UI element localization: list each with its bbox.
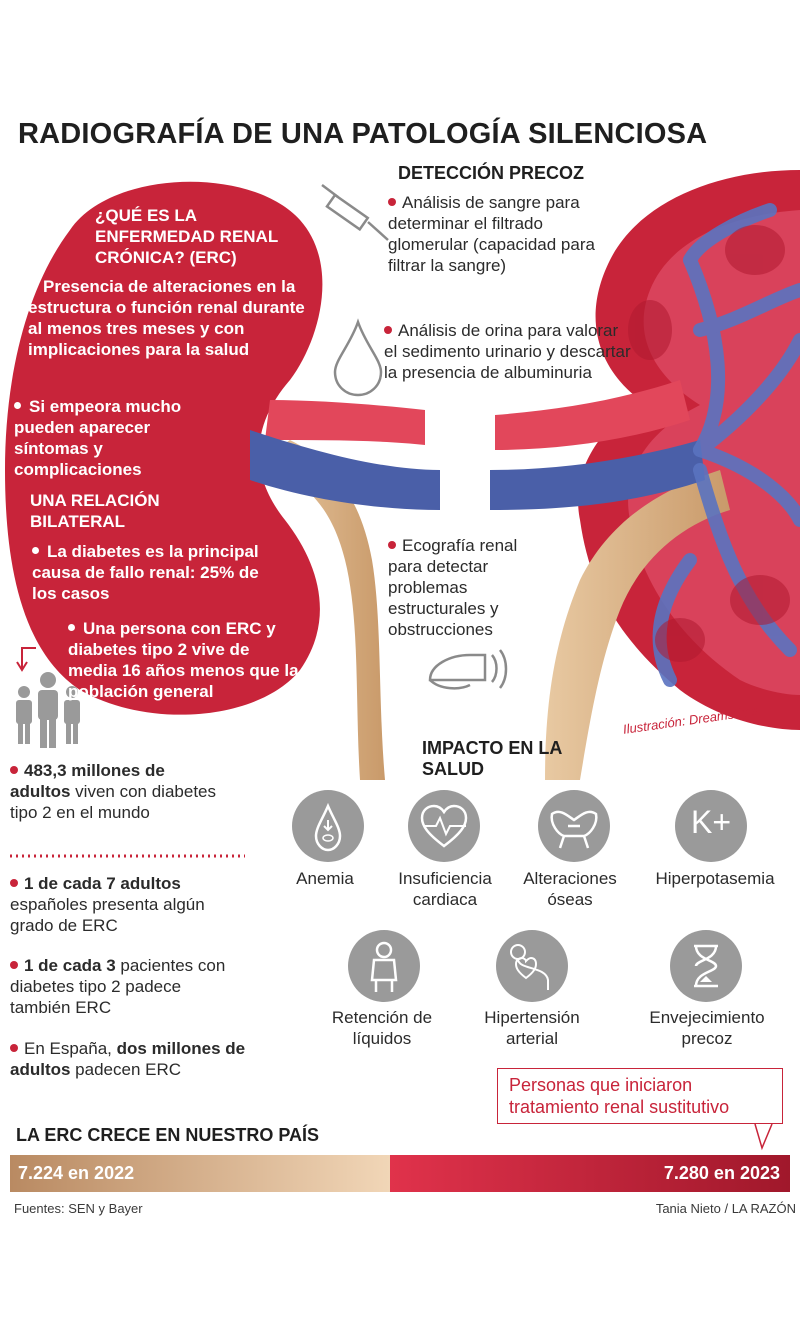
left-ureter bbox=[260, 440, 385, 780]
detection-item-1: Análisis de sangre para determinar el fi… bbox=[388, 192, 618, 276]
body-icon bbox=[348, 930, 420, 1002]
left-kidney-shape bbox=[5, 181, 323, 715]
impact-label-hypertension: Hipertensión arterial bbox=[484, 1008, 580, 1048]
stat-1-bold: 483,3 millones de adultos bbox=[10, 761, 165, 801]
heart-pulse-icon bbox=[408, 790, 480, 862]
bar-2023 bbox=[390, 1155, 790, 1192]
sources: Fuentes: SEN y Bayer bbox=[14, 1201, 143, 1216]
stat-4-pre: En España, bbox=[24, 1039, 117, 1058]
hourglass-icon bbox=[670, 930, 742, 1002]
blood-drop-icon bbox=[292, 790, 364, 862]
impact-label-fluid: Retención de líquidos bbox=[331, 1008, 433, 1048]
detection-item-3: Ecografía renal para detectar problemas … bbox=[388, 535, 548, 640]
impact-label-anemia: Anemia bbox=[296, 869, 354, 888]
impact-label-aging: Envejecimiento precoz bbox=[649, 1008, 765, 1048]
what-is-bullet-1: Presencia de alteraciones en la estructu… bbox=[28, 276, 313, 360]
author-credit: Tania Nieto / LA RAZÓN bbox=[655, 1201, 796, 1216]
right-ureter bbox=[545, 470, 730, 780]
stat-3-rest: pacientes con diabetes tipo 2 padece tam… bbox=[10, 956, 226, 1017]
bilateral-bullet-2: Una persona con ERC y diabetes tipo 2 vi… bbox=[68, 618, 303, 702]
what-is-bullet-1-text: Presencia de alteraciones en la estructu… bbox=[28, 277, 305, 359]
potassium-symbol: K+ bbox=[690, 804, 732, 840]
impact-heading: IMPACTO EN LA SALUD bbox=[422, 738, 562, 779]
detection-item-3-text: Ecografía renal para detectar problemas … bbox=[388, 536, 518, 639]
bilateral-bullet-1-text: La diabetes es la principal causa de fal… bbox=[32, 542, 259, 603]
ultrasound-probe-icon bbox=[428, 649, 508, 690]
stat-1: 483,3 millones de adultos viven con diab… bbox=[10, 760, 225, 823]
callout-box: Personas que iniciaron tratamiento renal… bbox=[497, 1068, 783, 1124]
bar-2022-label: 7.224 en 2022 bbox=[18, 1163, 135, 1183]
what-is-bullet-2-text: Si empeora mucho pueden aparecer síntoma… bbox=[14, 397, 182, 479]
blood-pressure-icon bbox=[496, 930, 568, 1002]
stat-2: 1 de cada 7 adultos españoles presenta a… bbox=[10, 873, 240, 936]
left-artery bbox=[265, 400, 425, 445]
stat-3-bold: 1 de cada 3 bbox=[24, 956, 116, 975]
growth-heading: LA ERC CRECE EN NUESTRO PAÍS bbox=[16, 1125, 320, 1145]
stat-2-rest: españoles presenta algún grado de ERC bbox=[10, 895, 205, 935]
callout-text: Personas que iniciaron tratamiento renal… bbox=[509, 1075, 730, 1117]
right-vein bbox=[490, 440, 705, 510]
arrow-icon bbox=[21, 647, 36, 668]
syringe-icon bbox=[321, 184, 389, 241]
bar-2022 bbox=[10, 1155, 390, 1192]
stat-3: 1 de cada 3 pacientes con diabetes tipo … bbox=[10, 955, 230, 1018]
stat-4-bold: dos millones de adultos bbox=[10, 1039, 246, 1079]
stat-1-rest: viven con diabetes tipo 2 en el mundo bbox=[10, 782, 216, 822]
stat-4-rest: padecen ERC bbox=[70, 1060, 182, 1079]
detection-item-2: Análisis de orina para valorar el sedime… bbox=[384, 320, 636, 383]
left-vein bbox=[250, 430, 440, 510]
people-icon bbox=[16, 672, 80, 748]
stat-4: En España, dos millones de adultos padec… bbox=[10, 1038, 265, 1080]
page-title: RADIOGRAFÍA DE UNA PATOLOGÍA SILENCIOSA bbox=[18, 118, 708, 150]
pelvis-bone-icon bbox=[538, 790, 610, 862]
detection-item-2-text: Análisis de orina para valorar el sedime… bbox=[384, 321, 631, 382]
right-artery bbox=[495, 380, 690, 450]
bilateral-bullet-1: La diabetes es la principal causa de fal… bbox=[32, 541, 282, 604]
detection-item-1-text: Análisis de sangre para determinar el fi… bbox=[388, 193, 595, 275]
what-is-heading: ¿QUÉ ES LA ENFERMEDAD RENAL CRÓNICA? (ER… bbox=[95, 206, 278, 267]
bar-2023-label: 7.280 en 2023 bbox=[663, 1163, 780, 1183]
impact-label-heart: Insuficiencia cardiaca bbox=[398, 869, 492, 909]
potassium-icon: K+ bbox=[675, 790, 747, 862]
drop-icon bbox=[333, 318, 383, 397]
what-is-bullet-2: Si empeora mucho pueden aparecer síntoma… bbox=[14, 396, 219, 480]
impact-label-bone: Alteraciones óseas bbox=[523, 869, 617, 909]
impact-label-potassium: Hiperpotasemia bbox=[655, 869, 775, 888]
bilateral-bullet-2-text: Una persona con ERC y diabetes tipo 2 vi… bbox=[68, 619, 299, 701]
detection-heading: DETECCIÓN PRECOZ bbox=[398, 163, 585, 183]
bilateral-heading: UNA RELACIÓN BILATERAL bbox=[30, 491, 160, 531]
stat-2-bold: 1 de cada 7 adultos bbox=[24, 874, 181, 893]
